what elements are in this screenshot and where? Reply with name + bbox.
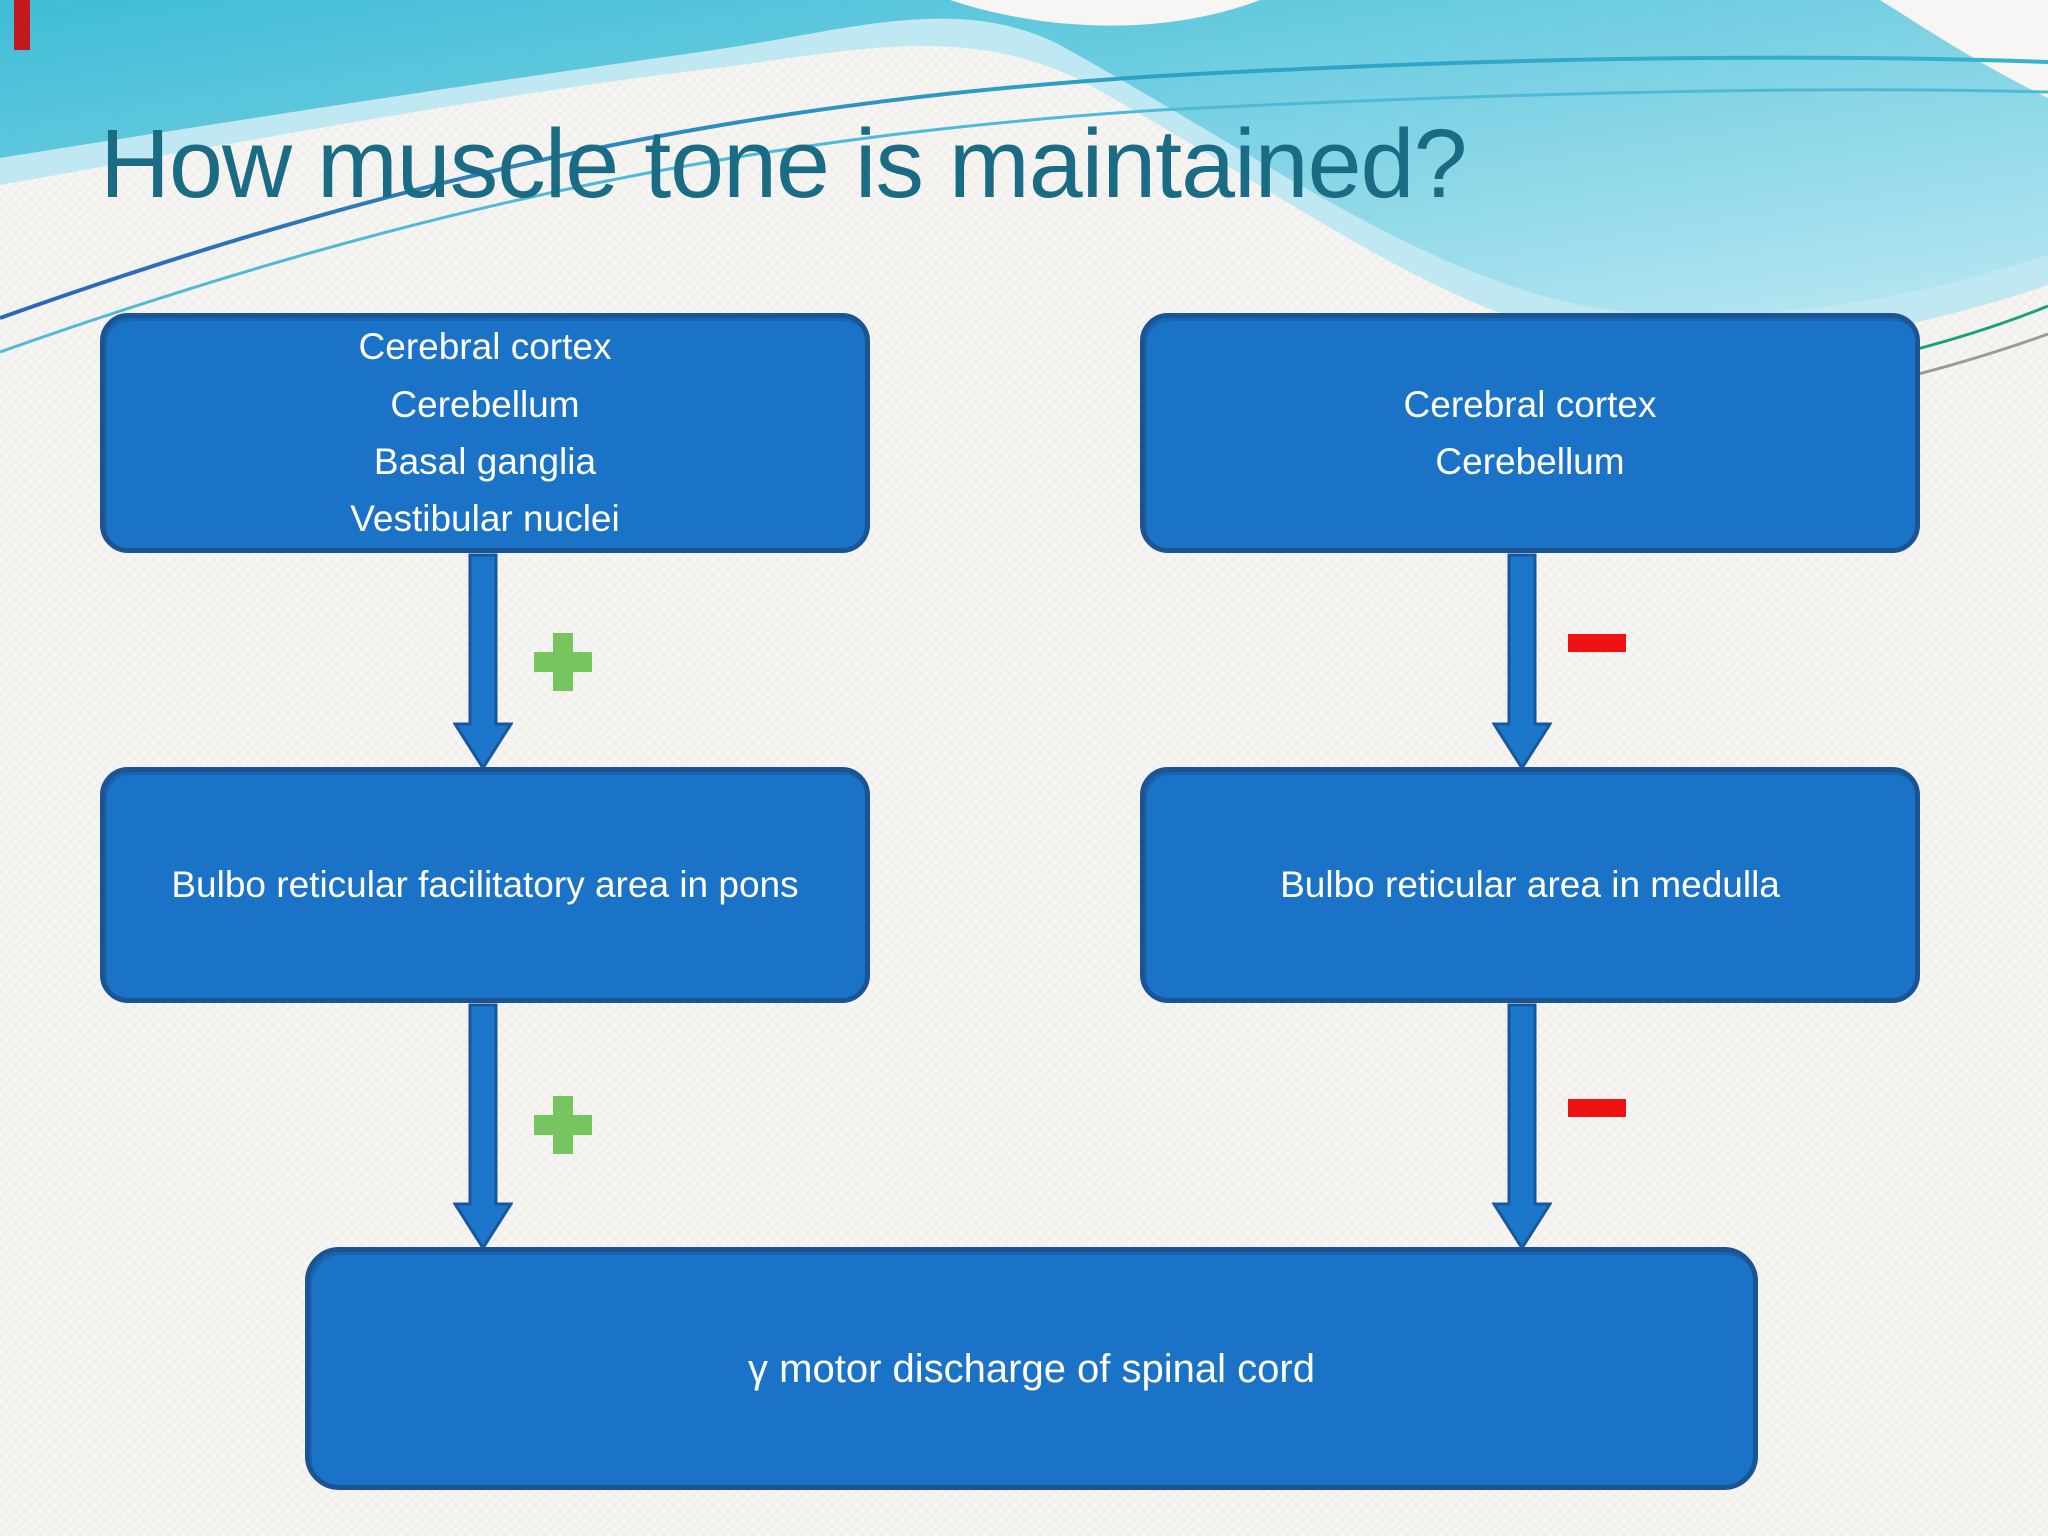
decor-line-blue — [0, 55, 2048, 320]
wave-white-crest — [950, 0, 1260, 26]
decor-line-lightblue — [0, 88, 2048, 354]
flow-box-line: Cerebellum — [1435, 441, 1625, 482]
flow-box-line: Cerebellum — [390, 383, 580, 425]
flow-box-line: Cerebral cortex — [358, 326, 612, 368]
flow-box-left-middle: Bulbo reticular facilitatory area in pon… — [100, 767, 870, 1003]
flow-box-left-sources: Cerebral cortex Cerebellum Basal ganglia… — [100, 313, 870, 553]
page-title: How muscle tone is maintained? — [100, 109, 1467, 218]
minus-icon — [1568, 634, 1626, 652]
minus-icon — [1568, 1099, 1626, 1117]
flow-box-line: Cerebral cortex — [1403, 383, 1657, 425]
flow-box-text: Bulbo reticular area in medulla — [1280, 864, 1780, 906]
header-wave-graphic — [0, 0, 2048, 430]
flow-box-text: Bulbo reticular facilitatory area in pon… — [171, 864, 799, 906]
flow-box-output: γ motor discharge of spinal cord — [305, 1247, 1758, 1490]
flow-box-right-middle: Bulbo reticular area in medulla — [1140, 767, 1920, 1003]
down-arrow-right-1 — [1492, 553, 1552, 770]
down-arrow-left-2 — [453, 1003, 513, 1250]
corner-red-mark — [14, 0, 30, 50]
down-arrow-left-1 — [453, 553, 513, 770]
flow-box-right-sources: Cerebral cortex Cerebellum — [1140, 313, 1920, 553]
plus-icon — [534, 1096, 592, 1154]
flow-box-line: Basal ganglia — [373, 441, 597, 482]
down-arrow-right-2 — [1492, 1003, 1552, 1250]
flow-box-line: Vestibular nuclei — [350, 498, 620, 540]
wave-white-corner — [1880, 0, 2048, 98]
plus-icon — [534, 633, 592, 691]
flow-box-text: γ motor discharge of spinal cord — [748, 1346, 1315, 1391]
wave-main-cyan — [0, 0, 2048, 315]
